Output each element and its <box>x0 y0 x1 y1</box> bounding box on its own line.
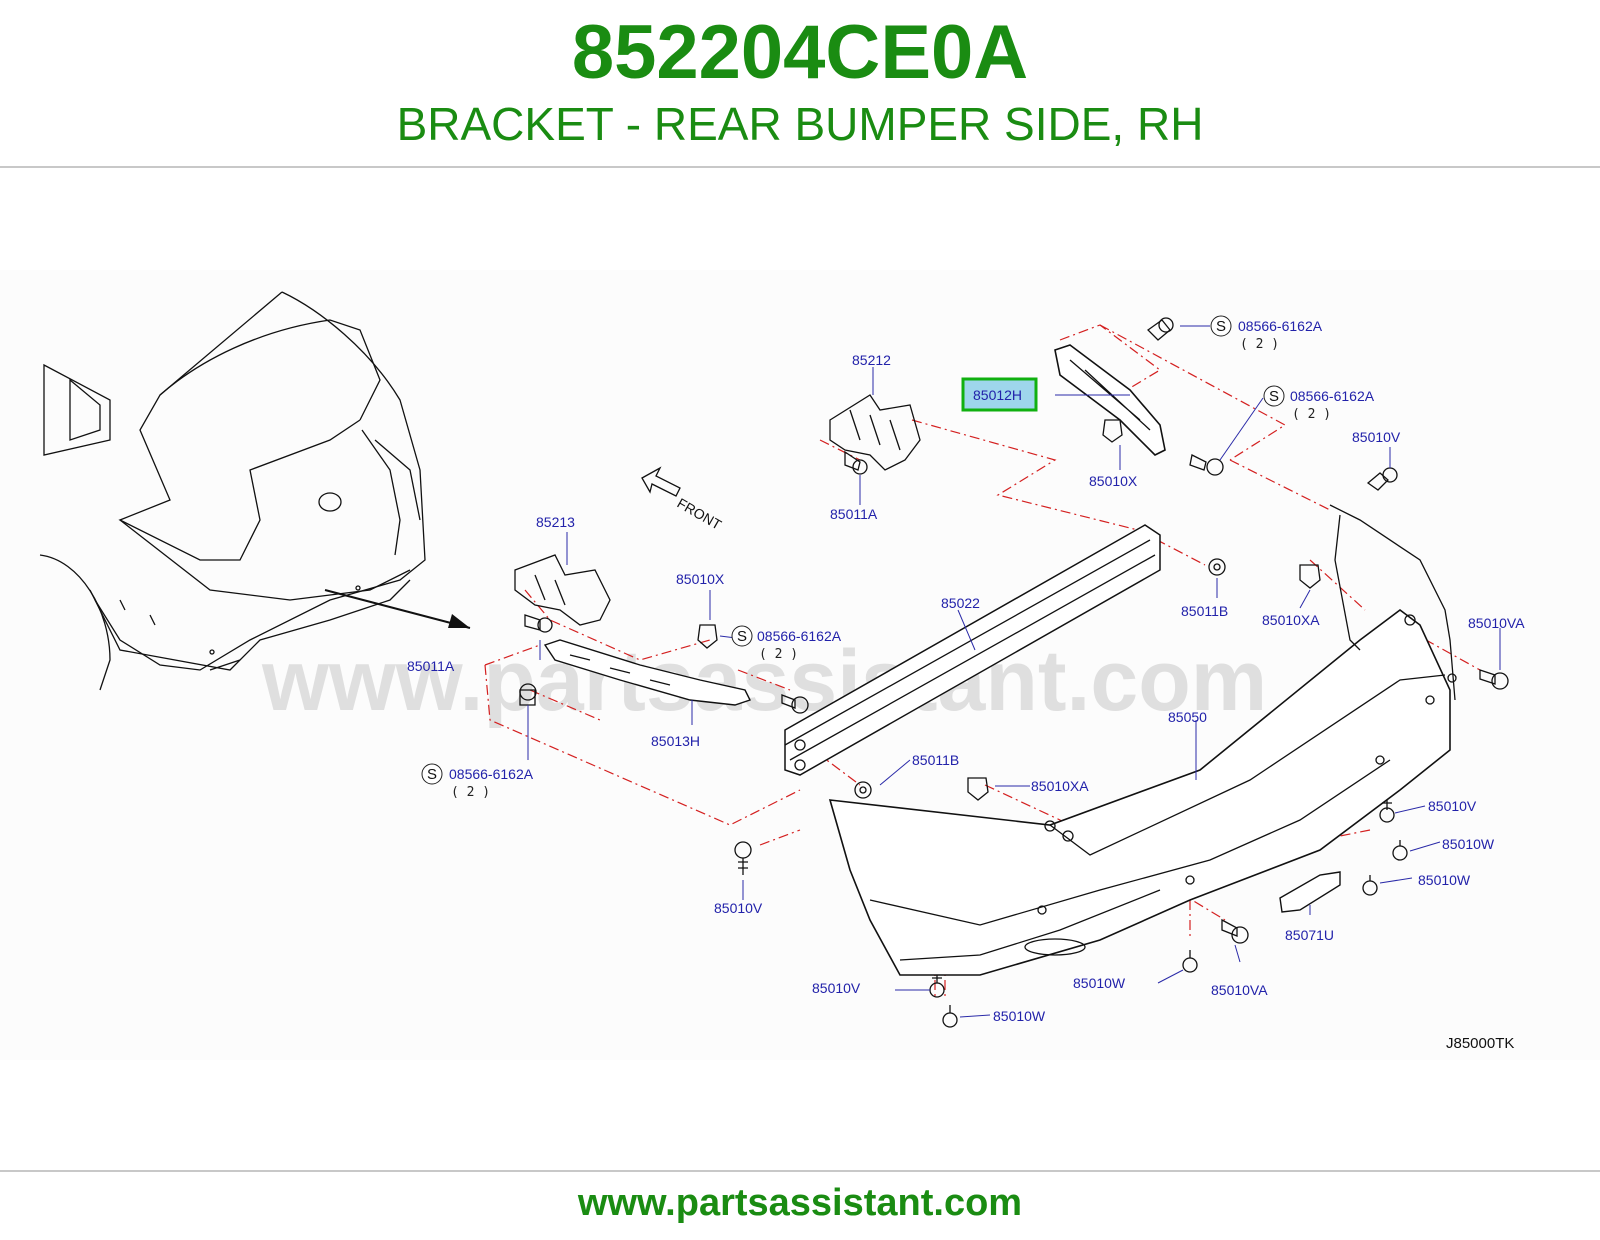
vehicle-rear-illustration <box>39 291 426 691</box>
s-symbol-top-b: S <box>1263 385 1285 407</box>
svg-text:S: S <box>1269 388 1279 405</box>
s-symbol-mid: S <box>731 625 753 647</box>
label-85011b-right: 85011B <box>1181 603 1228 619</box>
label-s-mid: 08566-6162A <box>757 628 842 644</box>
clip-85010x-top <box>1102 419 1123 443</box>
label-85010v-top-right: 85010V <box>1352 429 1401 445</box>
label-s-bottom-left: 08566-6162A <box>449 766 534 782</box>
part-85013h-bracket <box>543 639 751 706</box>
label-85010va-right: 85010VA <box>1468 615 1525 631</box>
part-85022-reinforcement <box>784 524 1161 776</box>
front-label: FRONT <box>675 495 725 533</box>
screw-top-a <box>1146 317 1174 341</box>
bolt-85010v-bottom-left <box>734 841 752 875</box>
clip-85010xa-right <box>1299 564 1321 589</box>
part-description: BRACKET - REAR BUMPER SIDE, RH <box>396 98 1204 150</box>
highlight-box-85012h <box>961 377 1038 412</box>
part-number-title: 852204CE0A <box>571 10 1029 95</box>
label-85011b-mid: 85011B <box>912 752 959 768</box>
label-85011a-left: 85011A <box>407 658 455 674</box>
label-s-mid-qty: ( 2 ) <box>759 647 798 662</box>
label-85010x-top: 85010X <box>1089 473 1138 489</box>
label-85010va-bottom: 85010VA <box>1211 982 1268 998</box>
leader-lines <box>527 325 1501 1018</box>
label-s-top-b: 08566-6162A <box>1290 388 1375 404</box>
screw-mid <box>781 694 809 714</box>
label-85010v-bottom-left: 85010V <box>714 900 763 916</box>
footer-url[interactable]: www.partsassistant.com <box>577 1182 1023 1224</box>
s-symbol-top-a: S <box>1210 315 1232 337</box>
label-85010w-right-1: 85010W <box>1442 836 1495 852</box>
page-header: 852204CE0A BRACKET - REAR BUMPER SIDE, R… <box>0 0 1600 168</box>
part-85012h-bracket <box>1054 344 1166 456</box>
label-85022: 85022 <box>941 595 980 611</box>
label-85071u: 85071U <box>1285 927 1334 943</box>
parts-diagram: www.partsassistant.com FRONT <box>0 270 1600 1060</box>
clip-85010x-mid <box>697 624 718 649</box>
part-85212-bracket <box>829 394 921 471</box>
footer-divider <box>0 1170 1600 1172</box>
bolt-85010v-bottom <box>929 975 945 998</box>
part-85071u-deflector <box>1279 871 1341 913</box>
clip-85010w-right-2 <box>1362 875 1378 896</box>
nut-85011b-mid <box>854 781 872 799</box>
clip-85010xa-mid <box>967 777 989 801</box>
part-85050-bumper-fascia <box>828 504 1457 976</box>
label-85050: 85050 <box>1168 709 1207 725</box>
label-s-top-b-qty: ( 2 ) <box>1292 407 1331 422</box>
part-85011a-bolt-left <box>524 614 553 633</box>
diagram-code: J85000TK <box>1446 1035 1514 1052</box>
label-s-top-a-qty: ( 2 ) <box>1240 337 1279 352</box>
bolt-85010v-top-right <box>1366 467 1398 491</box>
front-direction-indicator: FRONT <box>641 466 725 533</box>
bolt-85010va-right <box>1479 669 1509 690</box>
label-85010x-mid: 85010X <box>676 571 725 587</box>
clip-85010w-right-1 <box>1392 840 1408 861</box>
bolt-85010v-right-2 <box>1379 800 1395 823</box>
detail-arrow <box>324 589 471 629</box>
diagram-svg: www.partsassistant.com FRONT <box>39 291 1525 1052</box>
svg-text:S: S <box>737 628 747 645</box>
header-divider <box>0 166 1600 168</box>
svg-text:S: S <box>1216 318 1226 335</box>
label-85010xa-right: 85010XA <box>1262 612 1320 628</box>
label-85010v-right-2: 85010V <box>1428 798 1477 814</box>
bolt-left-lower <box>519 683 537 706</box>
bolt-85010va-bottom <box>1221 918 1249 944</box>
label-s-bottom-left-qty: ( 2 ) <box>451 785 490 800</box>
label-85012h: 85012H <box>973 387 1022 403</box>
svg-text:S: S <box>427 766 437 783</box>
label-85010w-bottom: 85010W <box>993 1008 1046 1024</box>
clip-85010w-bottom <box>942 1005 958 1028</box>
label-85013h: 85013H <box>651 733 700 749</box>
part-85213-bracket <box>514 554 611 626</box>
label-85213: 85213 <box>536 514 575 530</box>
label-85212: 85212 <box>852 352 891 368</box>
clip-85010w-bottom-2 <box>1182 950 1198 973</box>
nut-85011b-right <box>1208 558 1226 576</box>
label-85010xa-mid: 85010XA <box>1031 778 1089 794</box>
label-s-top-a: 08566-6162A <box>1238 318 1323 334</box>
s-symbol-bottom-left: S <box>421 763 443 785</box>
watermark: www.partsassistant.com <box>261 633 1267 729</box>
label-85010w-right-2: 85010W <box>1418 872 1471 888</box>
label-85011a-top: 85011A <box>830 506 878 522</box>
label-85010w-bottom-2: 85010W <box>1073 975 1126 991</box>
screw-top-b <box>1189 454 1224 476</box>
part-85011a-bolt-top <box>844 450 868 475</box>
label-85010v-bottom: 85010V <box>812 980 861 996</box>
detail-arrowhead <box>448 614 470 628</box>
